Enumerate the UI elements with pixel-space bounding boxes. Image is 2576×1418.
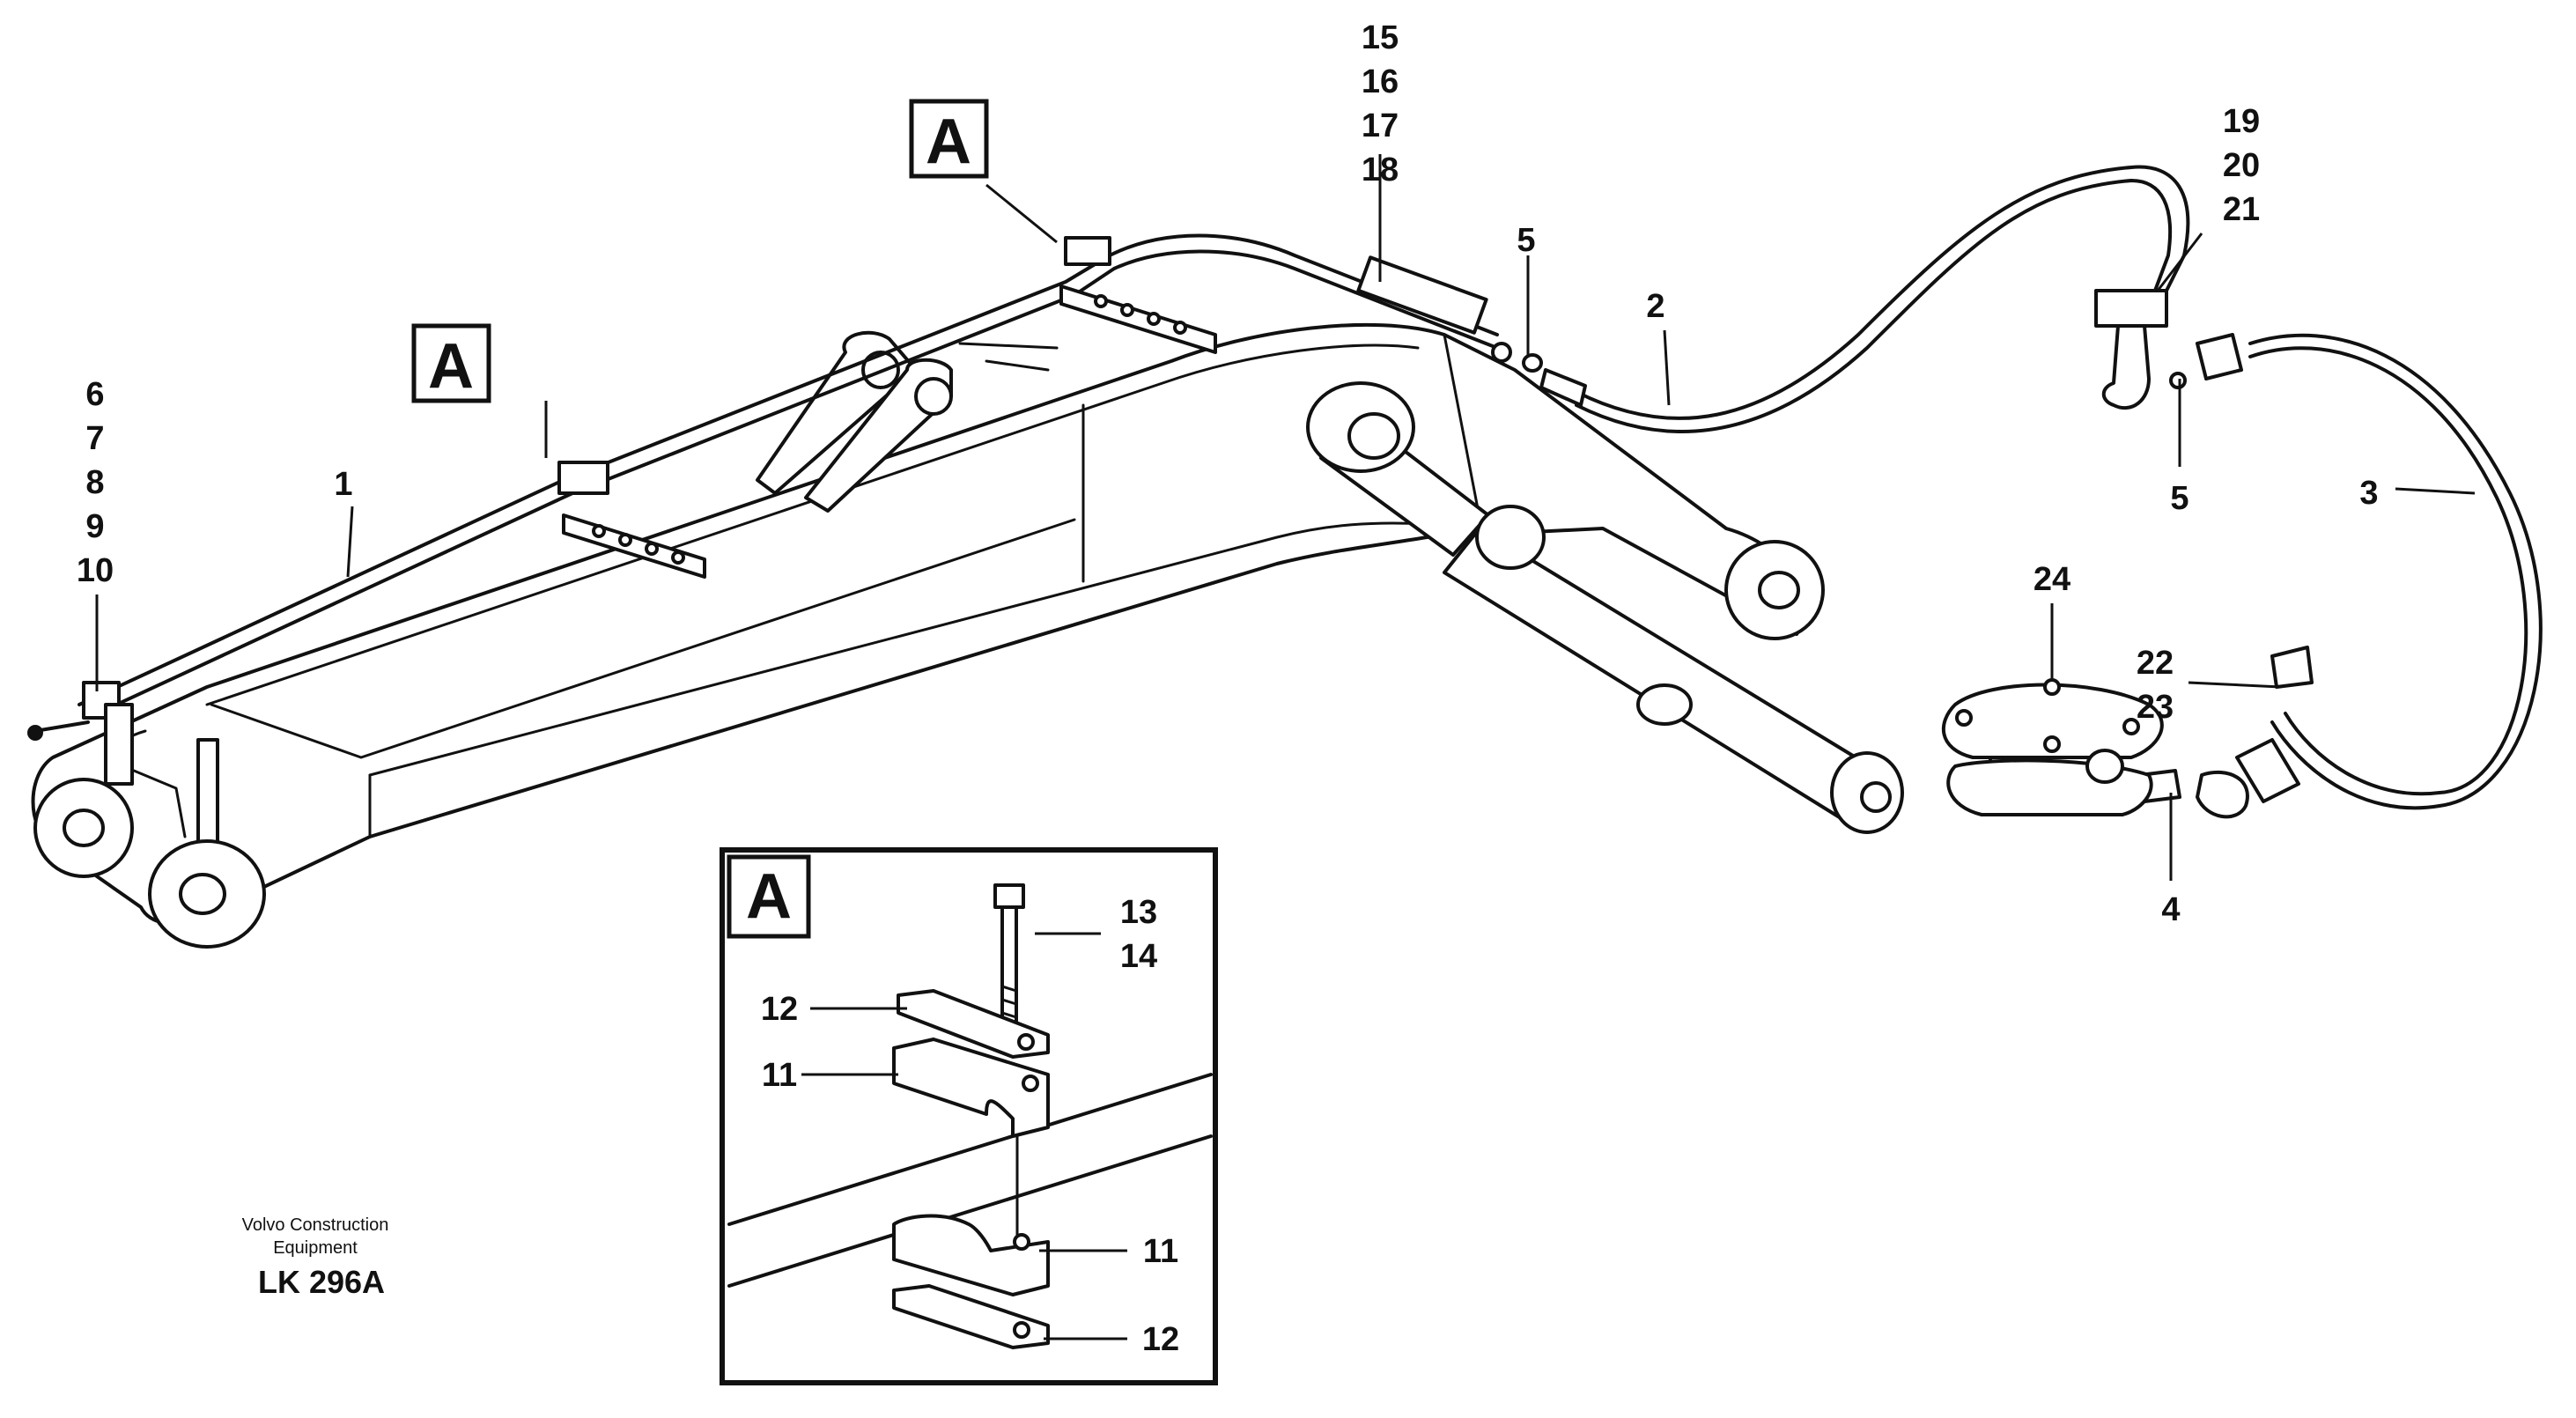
callout-5-top: 5: [1517, 222, 1535, 259]
callout-7: 7: [85, 420, 104, 457]
fittings: [1356, 255, 2314, 819]
callout-12-upper: 12: [761, 991, 798, 1028]
boom-clamps: [27, 236, 1217, 786]
callout-15: 15: [1362, 19, 1399, 56]
hydraulic-cylinder: [1306, 381, 1904, 834]
callout-24: 24: [2033, 561, 2070, 598]
caption-line-1: Volvo Construction: [242, 1215, 389, 1235]
detail-ref-box-1: A: [909, 99, 989, 179]
callout-16: 16: [1362, 63, 1399, 100]
callout-5-right: 5: [2170, 480, 2188, 517]
detail-ref-letter-2: A: [428, 331, 474, 402]
callout-2: 2: [1646, 288, 1664, 325]
drawing-code: LK 296A: [258, 1264, 385, 1300]
callout-labels: 1 2 3 4 5 5 6 7 8 9 10 11 11 12 12 13 14…: [77, 19, 2379, 1358]
detail-ref-box-2: A: [411, 323, 491, 403]
callout-1: 1: [334, 466, 352, 503]
callout-22: 22: [2137, 645, 2174, 682]
callout-14: 14: [1120, 938, 1157, 975]
callout-9: 9: [85, 508, 104, 545]
callout-21: 21: [2223, 191, 2260, 228]
callout-11-upper: 11: [762, 1057, 797, 1094]
detail-ref-letter-1: A: [926, 107, 971, 177]
callout-4: 4: [2161, 891, 2180, 928]
callout-18: 18: [1362, 151, 1399, 188]
detail-inset: [720, 847, 1218, 1385]
callout-19: 19: [2223, 103, 2260, 140]
callout-13: 13: [1120, 894, 1157, 931]
callout-11-lower: 11: [1143, 1233, 1178, 1270]
inset-title-letter: A: [746, 861, 792, 932]
boom-arm: [31, 322, 1825, 949]
callout-3: 3: [2359, 475, 2378, 512]
leader-lines: [95, 154, 2476, 1340]
callout-20: 20: [2223, 147, 2260, 184]
callout-23: 23: [2137, 689, 2174, 726]
caption-line-2: Equipment: [273, 1238, 358, 1258]
callout-8: 8: [85, 464, 104, 501]
callout-17: 17: [1362, 107, 1399, 144]
callout-6: 6: [85, 376, 104, 413]
publisher-caption: Volvo Construction Equipment LK 296A: [242, 1215, 389, 1300]
callout-12-lower: 12: [1142, 1321, 1179, 1358]
callout-10: 10: [77, 552, 114, 589]
